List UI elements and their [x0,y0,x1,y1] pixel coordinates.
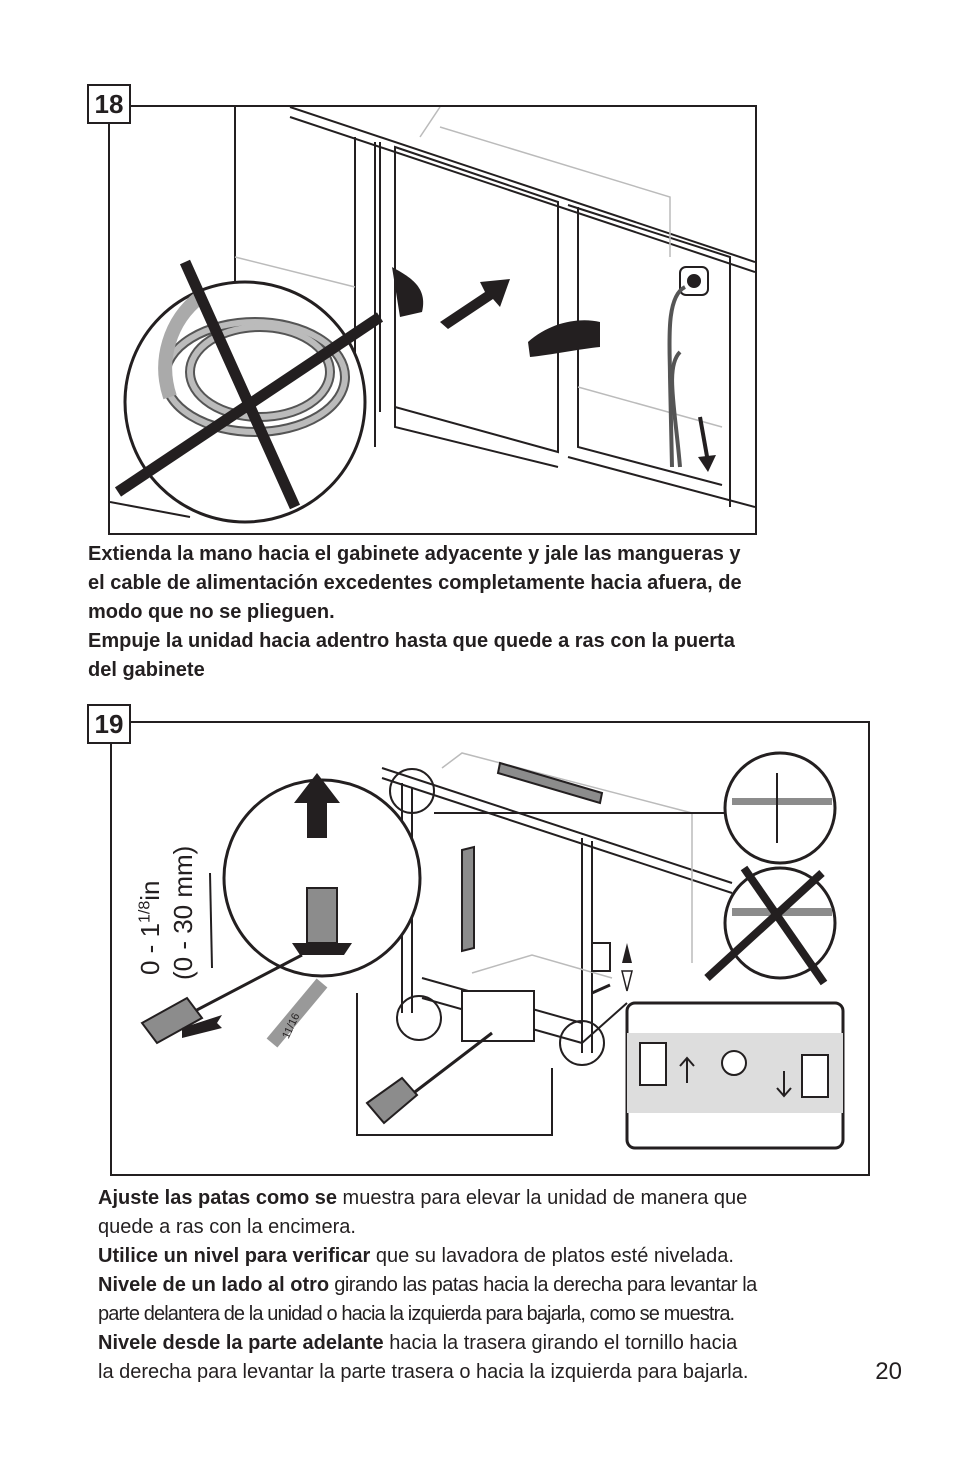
caption-19-line: Nivele desde la parte adelante hacia la … [98,1329,888,1358]
caption-18-line: Empuje la unidad hacia adentro hasta que… [88,630,735,652]
caption-19-bold: Ajuste las patas como se [98,1187,337,1209]
step-number-18: 18 [87,84,131,124]
caption-19-line: Ajuste las patas como se muestra para el… [98,1184,888,1213]
caption-18-line: del gabinete [88,659,205,681]
figure-18-illustration [108,105,757,535]
caption-18-line: el cable de alimentación excedentes comp… [88,572,742,594]
caption-19-bold: Nivele desde la parte adelante [98,1332,384,1354]
caption-19-text: hacia la trasera girando el tornillo hac… [383,1332,738,1354]
caption-19-bold: Utilice un nivel para verificar [98,1245,371,1267]
step-number-19: 19 [87,704,131,744]
leg-height-measurement: 0 - 11/8in [135,880,166,975]
page-number: 20 [875,1358,902,1385]
caption-19-bold: Nivele de un lado al otro [98,1274,330,1296]
measure-inch-fraction: 1/8 [136,900,154,923]
leveling-drawing [140,751,845,1150]
caption-19: Ajuste las patas como se muestra para el… [98,1184,888,1387]
cabinet-hose-drawing [110,107,755,524]
caption-19-text: girando las patas hacia la derecha para … [329,1274,757,1296]
measure-inch: 0 - 1 [135,922,165,975]
caption-18: Extienda la mano hacia el gabinete adyac… [88,540,888,685]
figure-19-illustration [110,721,870,1176]
caption-19-line: Nivele de un lado al otro girando las pa… [98,1271,888,1300]
caption-19-line: quede a ras con la encimera. [98,1216,356,1238]
caption-19-line: la derecha para levantar la parte traser… [98,1361,749,1383]
caption-18-line: Extienda la mano hacia el gabinete adyac… [88,543,741,565]
leg-height-measurement-mm: (0 - 30 mm) [168,845,198,980]
caption-18-line: modo que no se plieguen. [88,601,335,623]
measure-inch-unit: in [135,880,165,901]
caption-19-line: parte delantera de la unidad o hacia la … [98,1303,735,1325]
caption-19-line: Utilice un nivel para verificar que su l… [98,1242,888,1271]
caption-19-text: muestra para elevar la unidad de manera … [336,1187,748,1209]
caption-19-text: que su lavadora de platos esté nivelada. [370,1245,734,1267]
